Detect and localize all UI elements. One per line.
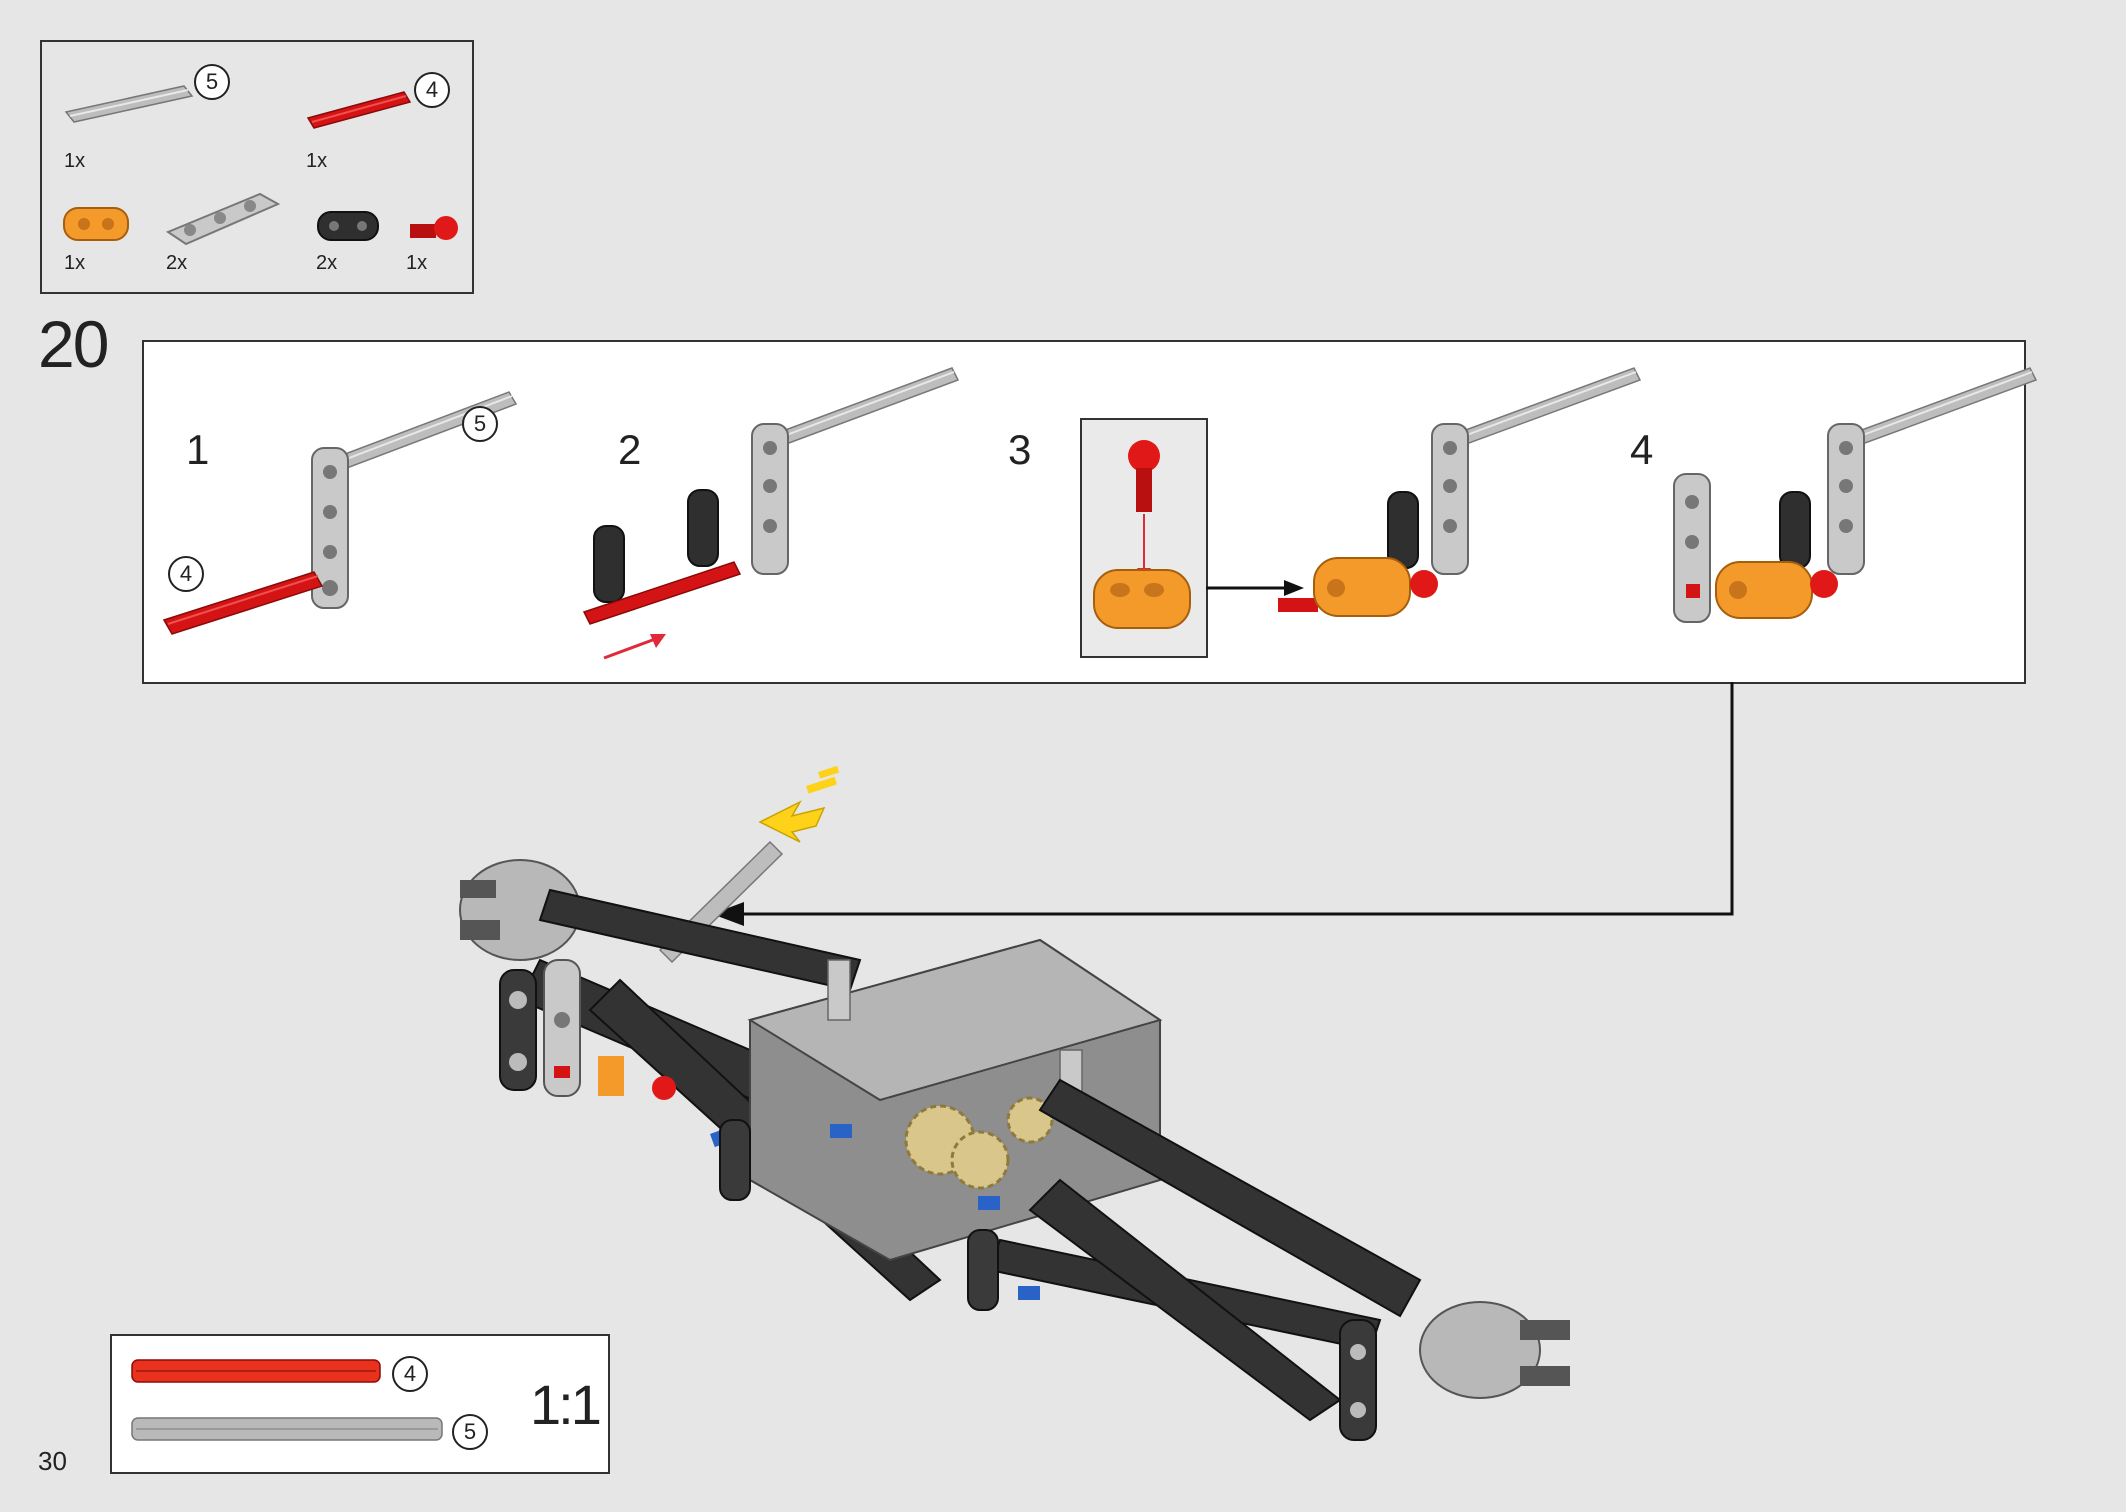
red-ball-pin-icon [410, 216, 458, 240]
red-ball-pin-icon [1093, 440, 1191, 629]
chassis-assembly-illustration [459, 765, 1570, 1441]
insert-arrow-icon [758, 765, 840, 843]
gray-axle-5-icon [64, 85, 194, 123]
substep-3-illustration [1278, 367, 1642, 617]
axle-length-callout: 5 [194, 64, 230, 100]
substep-number: 2 [618, 426, 642, 473]
substep-number: 3 [1008, 426, 1032, 473]
gray-axle-5-icon [131, 1417, 443, 1441]
connector-arrow [712, 682, 1734, 926]
substep-number: 4 [1630, 426, 1654, 473]
axle-length-callout: 5 [452, 1414, 488, 1450]
page-number: 30 [38, 1446, 67, 1476]
substep-3-inset [1080, 418, 1208, 658]
substep-2-illustration [582, 367, 960, 660]
axle-length-callout: 4 [168, 556, 204, 592]
red-axle-4-icon [131, 1359, 381, 1383]
axle-length-callout: 4 [414, 72, 450, 108]
subassembly-panel: 1 5 4 2 3 [142, 340, 2038, 684]
orange-liftarm-icon [63, 207, 129, 241]
substep-number: 1 [186, 426, 210, 473]
axle-length-callout: 4 [392, 1356, 428, 1392]
scale-ratio: 1:1 [530, 1373, 602, 1436]
part-qty: 1x [64, 252, 86, 274]
part-qty: 2x [166, 252, 188, 274]
part-qty: 1x [64, 150, 86, 172]
substep-4-illustration [1673, 367, 2038, 623]
parts-list-box: 5 1x 4 1x 1x 2x 2x 1x [40, 40, 474, 294]
part-qty: 2x [316, 252, 338, 274]
step-number: 20 [38, 307, 109, 381]
red-axle-4-icon [306, 91, 412, 129]
part-qty: 1x [306, 150, 328, 172]
part-qty: 1x [406, 252, 428, 274]
substep-1-illustration [162, 391, 518, 635]
black-liftarm-icon [317, 211, 379, 241]
gray-liftarm-icon [165, 192, 281, 246]
axle-length-callout: 5 [462, 406, 498, 442]
scale-box: 4 5 1:1 [110, 1334, 610, 1474]
step-arrow [1206, 580, 1304, 596]
